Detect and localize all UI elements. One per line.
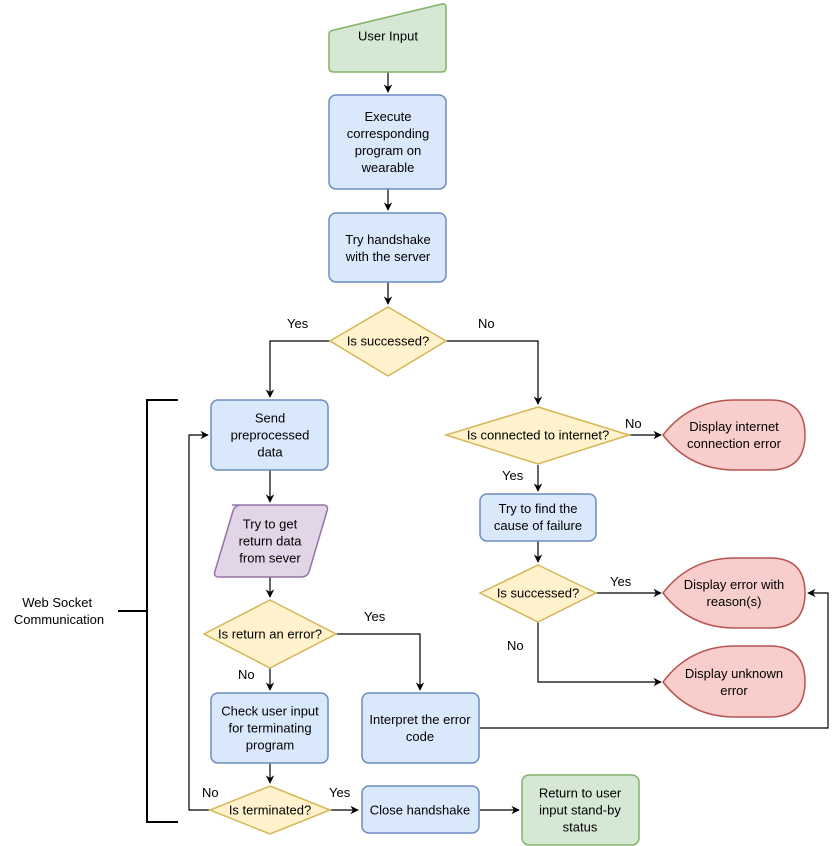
label-find-cause: Try to find the cause of failure xyxy=(494,501,582,533)
label-is-connected: Is connected to internet? xyxy=(467,428,609,443)
node-user-input[interactable] xyxy=(328,3,447,73)
node-is-return-error[interactable] xyxy=(202,599,338,669)
label-get-return-line-3: from sever xyxy=(239,551,301,566)
label-execute-program-line-3: program on xyxy=(355,143,421,158)
label-check-user-input: Check user input for terminating program xyxy=(221,704,319,753)
label-check-user-input-line-3: program xyxy=(246,738,294,753)
label-is-connected-line-1: Is connected to internet? xyxy=(467,428,609,443)
edge-success1-yes xyxy=(265,340,330,398)
label-display-internet-error: Display internet connection error xyxy=(687,419,782,451)
label-is-successed-1: Is successed? xyxy=(347,334,429,349)
node-check-user-input[interactable] xyxy=(210,692,329,764)
label-get-return: Try to get return data from sever xyxy=(239,517,303,566)
label-success2-yes: Yes xyxy=(610,574,632,589)
label-is-successed-1-line-1: Is successed? xyxy=(347,334,429,349)
label-execute-program-line-4: wearable xyxy=(361,160,415,175)
label-find-cause-line-2: cause of failure xyxy=(494,518,582,533)
label-display-error-reason-line-1: Display error with xyxy=(684,577,784,592)
label-is-successed-2: Is successed? xyxy=(497,586,579,601)
node-try-handshake[interactable] xyxy=(328,212,447,283)
edge-terminated-no-loop xyxy=(188,430,210,811)
label-display-error-reason: Display error with reason(s) xyxy=(684,577,784,609)
node-is-successed-2[interactable] xyxy=(478,564,598,623)
web-socket-label-line-1: Web Socket xyxy=(22,595,92,610)
label-interpret-error: Interpret the error code xyxy=(369,712,471,744)
edge-labels: Yes No No Yes Yes No Yes No No Yes xyxy=(202,316,642,800)
label-success1-no: No xyxy=(478,316,495,331)
label-success2-no: No xyxy=(507,638,524,653)
label-check-user-input-line-2: for terminating xyxy=(228,721,311,736)
node-execute-program[interactable] xyxy=(328,94,447,190)
edge-success1-no xyxy=(446,340,543,405)
node-interpret-error[interactable] xyxy=(361,692,480,764)
label-display-internet-error-line-2: connection error xyxy=(687,436,782,451)
web-socket-label-line-2: Communication xyxy=(14,612,104,627)
label-user-input-line-1: User Input xyxy=(358,29,418,44)
label-is-terminated-line-1: Is terminated? xyxy=(229,803,311,818)
node-is-connected[interactable] xyxy=(443,406,632,465)
label-return-standby-line-1: Return to user xyxy=(539,786,622,801)
edges xyxy=(188,72,829,815)
label-connected-no: No xyxy=(625,416,642,431)
label-return-standby: Return to user input stand-by status xyxy=(539,786,622,835)
node-is-terminated[interactable] xyxy=(207,785,333,835)
label-close-handshake: Close handshake xyxy=(370,803,470,818)
node-close-handshake[interactable] xyxy=(361,785,480,834)
web-socket-label: Web Socket Communication xyxy=(14,595,104,627)
node-is-successed-1[interactable] xyxy=(328,306,448,377)
label-execute-program-line-2: corresponding xyxy=(347,126,429,141)
edge-error-yes xyxy=(336,633,425,691)
label-return-standby-line-2: input stand-by xyxy=(539,803,621,818)
label-check-user-input-line-1: Check user input xyxy=(221,704,319,719)
label-try-handshake-line-2: with the server xyxy=(345,249,431,264)
label-get-return-line-2: return data xyxy=(239,534,303,549)
node-display-unknown-error[interactable] xyxy=(662,645,806,718)
node-get-return[interactable] xyxy=(213,504,329,578)
label-return-error-no: No xyxy=(238,667,255,682)
label-display-unknown-error-line-1: Display unknown xyxy=(685,666,783,681)
web-socket-bracket xyxy=(118,399,178,823)
label-send-data-line-3: data xyxy=(257,445,283,460)
label-display-unknown-error: Display unknown error xyxy=(685,666,783,698)
label-terminated-yes: Yes xyxy=(329,785,351,800)
label-try-handshake: Try handshake with the server xyxy=(345,232,431,264)
label-find-cause-line-1: Try to find the xyxy=(499,501,578,516)
label-try-handshake-line-1: Try handshake xyxy=(345,232,431,247)
label-execute-program-line-1: Execute xyxy=(365,109,412,124)
label-terminated-no: No xyxy=(202,785,219,800)
label-return-error-yes: Yes xyxy=(364,609,386,624)
label-display-internet-error-line-1: Display internet xyxy=(689,419,779,434)
label-get-return-line-1: Try to get xyxy=(243,517,298,532)
label-send-data-line-2: preprocessed xyxy=(231,428,310,443)
label-send-data-line-1: Send xyxy=(255,411,285,426)
label-user-input: User Input xyxy=(358,29,418,44)
label-close-handshake-line-1: Close handshake xyxy=(370,803,470,818)
edge-success2-no xyxy=(537,622,662,687)
node-return-standby[interactable] xyxy=(521,774,640,846)
label-is-successed-2-line-1: Is successed? xyxy=(497,586,579,601)
label-interpret-error-line-1: Interpret the error xyxy=(369,712,471,727)
nodes xyxy=(202,3,806,846)
label-display-unknown-error-line-2: error xyxy=(720,683,748,698)
node-send-data[interactable] xyxy=(210,399,329,471)
label-execute-program: Execute corresponding program on wearable xyxy=(347,109,429,175)
label-is-terminated: Is terminated? xyxy=(229,803,311,818)
node-display-internet-error[interactable] xyxy=(662,399,806,471)
edge-interpret-to-reason xyxy=(480,588,829,729)
label-success1-yes: Yes xyxy=(287,316,309,331)
label-is-return-error: Is return an error? xyxy=(218,627,322,642)
label-interpret-error-line-2: code xyxy=(406,729,434,744)
node-display-error-reason[interactable] xyxy=(662,557,806,629)
label-send-data: Send preprocessed data xyxy=(231,411,310,460)
label-is-return-error-line-1: Is return an error? xyxy=(218,627,322,642)
label-return-standby-line-3: status xyxy=(563,820,598,835)
node-find-cause[interactable] xyxy=(479,493,597,542)
label-connected-yes: Yes xyxy=(502,468,524,483)
label-display-error-reason-line-2: reason(s) xyxy=(707,594,762,609)
